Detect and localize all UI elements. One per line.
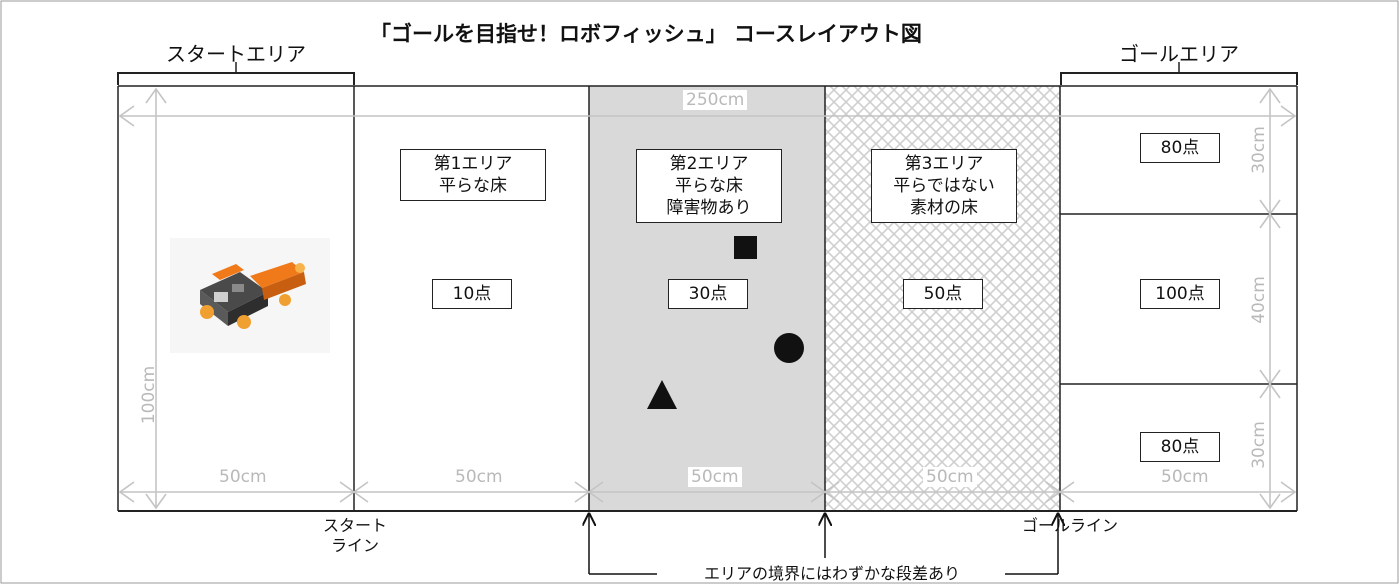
zone3-desc-1: 平らではない [893,176,995,196]
zone2-desc-2: 障害物あり [666,198,752,218]
zone2-width-label: 50cm [688,467,742,487]
boundary-note: エリアの境界にはわずかな段差あり [703,564,960,583]
zone2-label: 第2エリア 平らな床 障害物あり [636,149,782,223]
goal-slot-middle-points: 100点 [1140,279,1220,309]
obstacle-circle [774,333,804,363]
total-width-label: 250cm [683,90,748,110]
obstacle-triangle [647,380,677,409]
goal-line-label: ゴールライン [1021,516,1118,535]
start-area-bracket [117,72,355,85]
zone1-width-label: 50cm [452,467,506,487]
zone3-width-label: 50cm [923,467,977,487]
goal-slot-top-height: 30cm [1248,126,1269,174]
boundary-note-arrows [589,514,1058,575]
start-area-label: スタートエリア [166,42,306,66]
goal-area-bracket [1060,72,1298,85]
zone2-name: 第2エリア [669,154,749,174]
dimension-lines [118,87,1297,510]
zone3-label: 第3エリア 平らではない 素材の床 [871,149,1017,223]
zone3-points: 50点 [903,279,983,309]
zone3-name: 第3エリア [904,154,984,174]
zone1-name: 第1エリア [433,154,513,174]
zone1-desc: 平らな床 [439,176,507,196]
goal-slot-top-points: 80点 [1140,133,1220,163]
start-line-label: スタート ライン [322,516,387,555]
robofish-image [170,238,330,353]
goal-area-label: ゴールエリア [1119,42,1239,66]
goal-width-label: 50cm [1158,467,1212,487]
zone1-points: 10点 [432,279,512,309]
diagram-title: 「ゴールを目指せ！ロボフィッシュ」 コースレイアウト図 [370,22,922,46]
start-width-label: 50cm [216,467,270,487]
obstacle-square [734,236,757,259]
goal-slot-bottom-points: 80点 [1140,432,1220,462]
zone1-label: 第1エリア 平らな床 [400,149,546,201]
zone3-desc-2: 素材の床 [910,198,978,218]
goal-slot-bottom-height: 30cm [1248,421,1269,469]
zone2-points: 30点 [668,279,748,309]
zone2-desc-1: 平らな床 [675,176,743,196]
height-label: 100cm [139,365,160,425]
goal-slot-middle-height: 40cm [1248,276,1269,324]
